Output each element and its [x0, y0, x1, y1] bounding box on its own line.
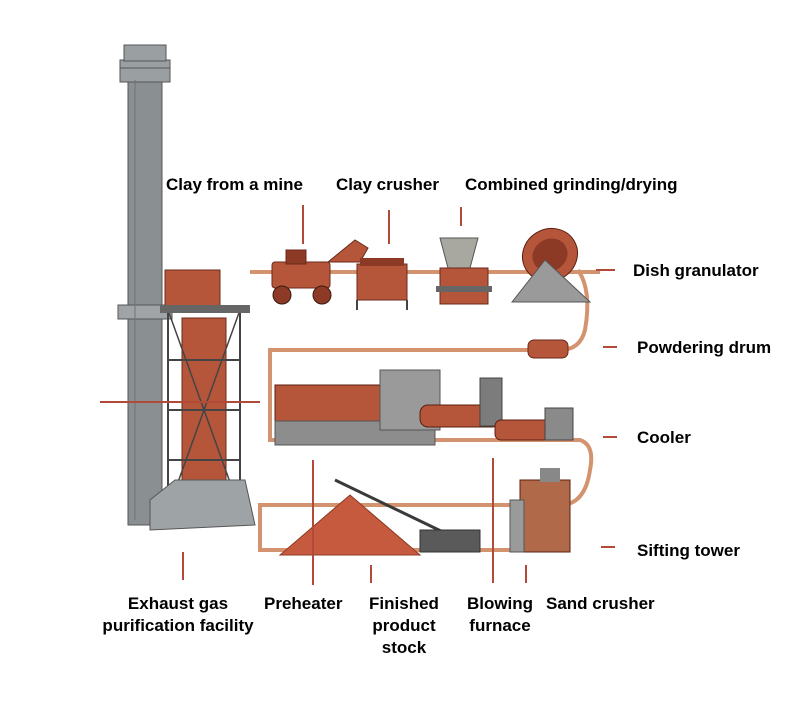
- label-powdering-drum: Powdering drum: [637, 338, 772, 357]
- label-cooler: Cooler: [637, 428, 691, 447]
- label-sand-crusher: Sand crusher: [546, 594, 655, 613]
- label-exhaust-line-2: purification facility: [102, 616, 254, 635]
- powdering-drum-machine: [527, 339, 569, 359]
- label-clay-from-mine: Clay from a mine: [166, 175, 303, 194]
- furnace-line: [274, 369, 574, 446]
- label-finished-line-3: stock: [381, 638, 427, 657]
- label-dish-granulator: Dish granulator: [633, 261, 759, 280]
- label-sifting-tower: Sifting tower: [637, 541, 740, 560]
- purification-tower: [149, 269, 256, 531]
- label-clay-crusher: Clay crusher: [336, 175, 439, 194]
- label-finished-line-1: Finished: [369, 594, 439, 613]
- leader-lines: [100, 205, 617, 585]
- label-blowing-line-2: furnace: [469, 616, 531, 635]
- clay-crusher-machine: [356, 258, 408, 310]
- label-blowing-line-1: Blowing: [466, 594, 534, 613]
- excavator: [271, 239, 369, 305]
- product-stockpile: [278, 478, 481, 556]
- label-finished-product-stock: Finished product stock: [369, 593, 439, 659]
- label-exhaust-line-1: Exhaust gas: [127, 594, 229, 613]
- sifting-tower-machine: [509, 468, 571, 553]
- grinding-dryer: [436, 237, 492, 305]
- label-combined-grinding-drying: Combined grinding/drying: [465, 175, 678, 194]
- granulator-dish: [510, 227, 592, 303]
- label-preheater: Preheater: [264, 594, 343, 613]
- label-finished-line-2: product: [372, 616, 436, 635]
- label-exhaust-gas-purification: Exhaust gas purification facility: [102, 593, 253, 637]
- chimney: [117, 44, 173, 526]
- label-blowing-furnace: Blowing furnace: [467, 593, 533, 637]
